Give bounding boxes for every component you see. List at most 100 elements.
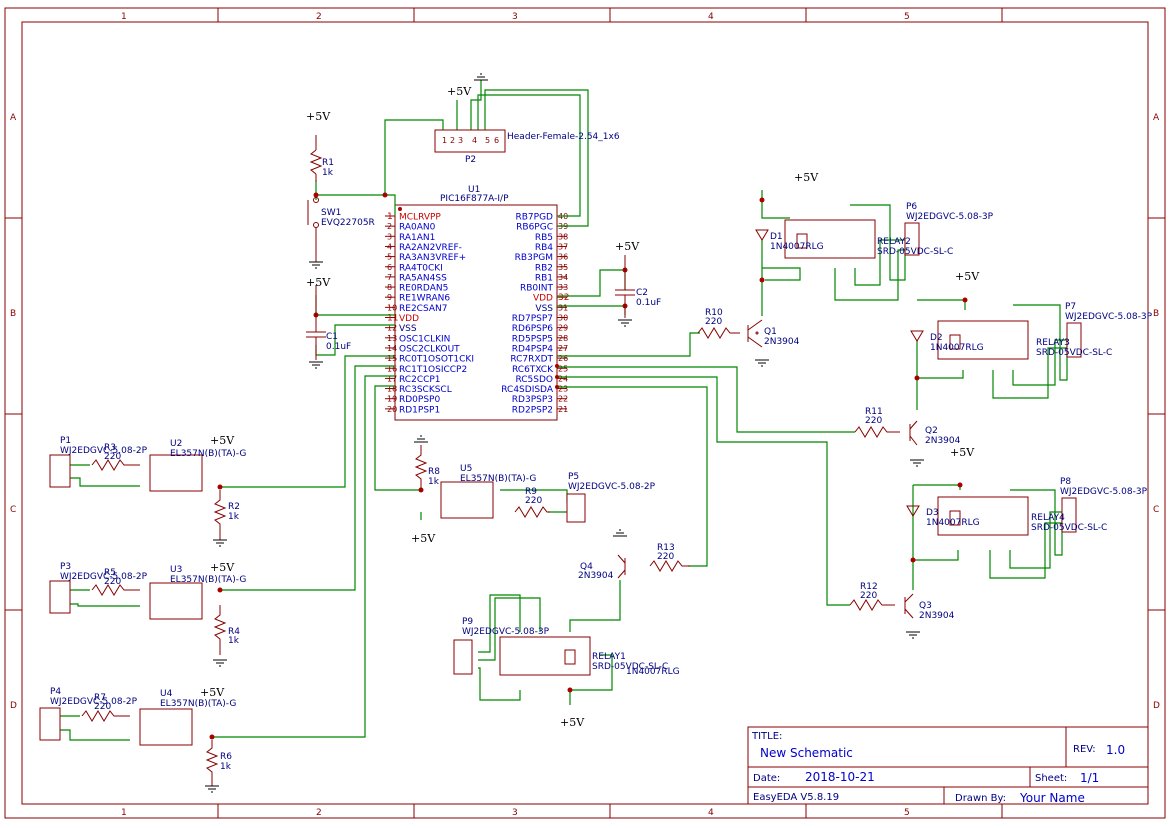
- mcu-pin-name: RB0INT: [520, 284, 554, 294]
- mcu-pin-number: 29: [558, 324, 568, 333]
- mcu-pin-number: 4: [387, 242, 392, 251]
- mcu-pin-name: RD5PSP5: [512, 334, 553, 344]
- mcu-pin-name: MCLRVPP: [399, 213, 441, 223]
- date-value: 2018-10-21: [805, 770, 875, 784]
- p2-pin: 1: [442, 136, 447, 145]
- mcu-pin-number: 1: [387, 212, 393, 222]
- drawn-by-value: Your Name: [1019, 791, 1085, 805]
- r1-ref: R1: [322, 158, 334, 168]
- mcu-pin-number: 13: [387, 334, 397, 343]
- relay3-ref: RELAY3: [1036, 338, 1070, 348]
- mcu-pin-name: VDD: [399, 314, 419, 324]
- r7-value: 220: [94, 702, 111, 712]
- mcu-pin-number: 24: [558, 374, 568, 383]
- mcu-pin-name: RC0T1OSOT1CKI: [399, 355, 474, 365]
- u5-ref: U5: [460, 464, 472, 474]
- vcc-label: +5V: [447, 85, 472, 98]
- p4-ref: P4: [50, 687, 61, 697]
- p9-value: WJ2EDGVC-5.08-3P: [462, 627, 550, 637]
- mcu-pin-number: 6: [387, 263, 392, 272]
- mcu-pin-number: 26: [558, 354, 568, 363]
- c1-value: 0.1uF: [326, 342, 351, 352]
- r2-value: 1k: [228, 512, 240, 522]
- mcu-pin-name: RC1T1OSICCP2: [399, 365, 467, 375]
- mcu-pin-number: 11: [387, 314, 398, 324]
- r3-ref: R3: [104, 443, 116, 453]
- vcc-label: +5V: [200, 686, 225, 699]
- q2-ref: Q2: [925, 426, 938, 436]
- mcu-pin-number: 8: [387, 283, 392, 292]
- r9-ref: R9: [525, 487, 537, 497]
- mcu-pin-name: VSS: [535, 304, 553, 314]
- mcu-pin-number: 22: [558, 395, 568, 404]
- p2-ref: P2: [465, 155, 476, 165]
- mcu-pin-number: 16: [387, 364, 397, 373]
- vcc-label: +5V: [615, 240, 640, 253]
- p2-pin: 3: [458, 136, 463, 145]
- sheet-value: 1/1: [1080, 771, 1099, 785]
- mcu-pin-name: RB7PGD: [516, 213, 554, 223]
- row-label: B: [1153, 309, 1159, 319]
- p2-pin: 2: [450, 136, 455, 145]
- sheet-label: Sheet:: [1035, 773, 1067, 784]
- mcu-pin-number: 35: [558, 263, 568, 272]
- mcu-pin-name: RC6TXCK: [512, 365, 554, 375]
- d4-value: 1N4007RLG: [626, 667, 680, 677]
- mcu-pin-number: 38: [558, 232, 568, 241]
- u3-value: EL357N(B)(TA)-G: [170, 575, 246, 585]
- frame-labels: 1 2 3 4 5 1 2 3 4 5 A B C D A B C D: [10, 12, 1160, 818]
- mcu-pin-number: 10: [387, 303, 397, 312]
- r4-ref: R4: [228, 627, 240, 637]
- mcu-pin-name: RE2CSAN7: [399, 304, 447, 314]
- p5-value: WJ2EDGVC-5.08-2P: [568, 482, 656, 492]
- title-block: TITLE: New Schematic REV: 1.0 Date: 2018…: [747, 726, 1149, 805]
- mcu-pin-number: 30: [558, 314, 568, 323]
- p8-ref: P8: [1060, 477, 1071, 487]
- mcu-pin-number: 33: [558, 283, 568, 292]
- mcu-pin-name: RE1WRAN6: [399, 294, 450, 304]
- mcu-pin-name: RD0PSP0: [399, 395, 440, 405]
- col-label: 5: [904, 808, 910, 818]
- r4-value: 1k: [228, 636, 240, 646]
- r9-value: 220: [525, 496, 542, 506]
- mcu-pin-name: RC3SCKSCL: [399, 385, 452, 395]
- d1-ref: D1: [770, 232, 783, 242]
- wires: [60, 80, 1068, 741]
- p9-ref: P9: [462, 617, 473, 627]
- r5-ref: R5: [104, 568, 116, 578]
- mcu-pin-number: 39: [558, 222, 568, 231]
- title-label: TITLE:: [751, 731, 782, 742]
- mcu-pin-name: RB4: [535, 243, 553, 253]
- u2-ref: U2: [170, 439, 182, 449]
- vcc-label: +5V: [950, 446, 975, 459]
- mcu-pin-name: RD3PSP3: [512, 395, 553, 405]
- vcc-label: +5V: [955, 270, 980, 283]
- col-label: 1: [121, 808, 127, 818]
- junctions: [209, 192, 968, 740]
- r11-ref: R11: [865, 407, 883, 417]
- p2-pin: 4: [472, 136, 477, 145]
- mcu-pin-number: 3: [387, 232, 392, 241]
- mcu-pin-number: 5: [387, 253, 392, 262]
- mcu-pin-number: 9: [387, 293, 392, 302]
- mcu-pin-number: 34: [558, 273, 568, 282]
- d2-ref: D2: [930, 333, 943, 343]
- vcc-label: +5V: [306, 110, 331, 123]
- mcu-pin-name: VSS: [399, 324, 417, 334]
- mcu-pin-number: 15: [387, 354, 397, 363]
- relay4-ref: RELAY4: [1031, 513, 1065, 523]
- mcu-pin-name: RA0AN0: [399, 223, 436, 233]
- u5-value: EL357N(B)(TA)-G: [460, 474, 536, 484]
- mcu-pin-number: 21: [558, 405, 568, 414]
- mcu-pin-name: OSC1CLKIN: [399, 334, 450, 344]
- r13-value: 220: [657, 552, 674, 562]
- q3-value: 2N3904: [919, 611, 955, 621]
- p3-value: WJ2EDGVC-5.08-2P: [60, 572, 148, 582]
- mcu-pin-name: RD1PSP1: [399, 405, 440, 415]
- col-label: 4: [708, 808, 714, 818]
- mcu-pin-name: RC4SDISDA: [501, 385, 554, 395]
- mcu-pin-number: 7: [387, 273, 392, 282]
